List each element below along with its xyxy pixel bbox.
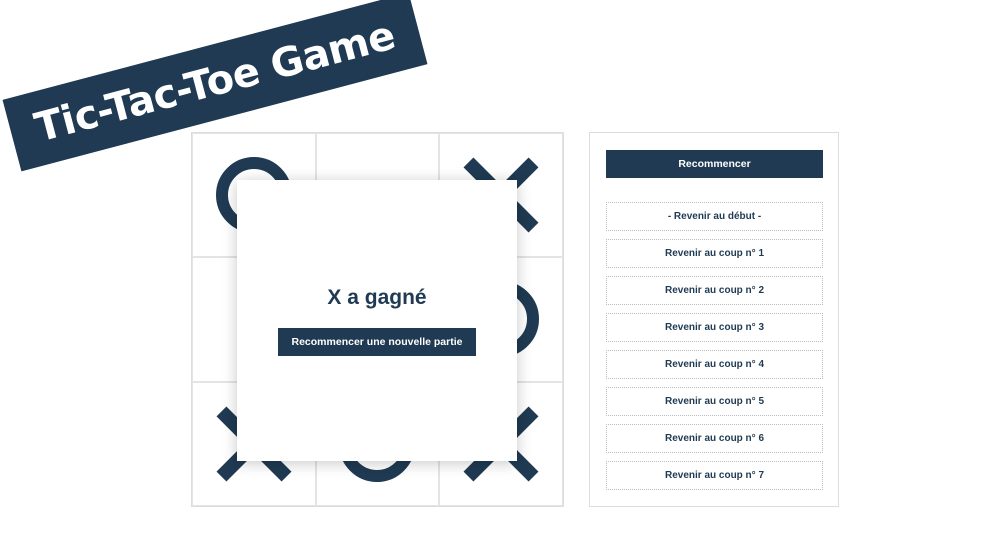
go-to-move-2-button[interactable]: Revenir au coup n° 2 — [606, 276, 823, 305]
go-to-move-6-button[interactable]: Revenir au coup n° 6 — [606, 424, 823, 453]
go-to-move-4-button[interactable]: Revenir au coup n° 4 — [606, 350, 823, 379]
go-to-move-1-button[interactable]: Revenir au coup n° 1 — [606, 239, 823, 268]
go-to-move-7-button[interactable]: Revenir au coup n° 7 — [606, 461, 823, 490]
restart-button[interactable]: Recommencer — [606, 150, 823, 178]
winner-message: X a gagné — [327, 285, 427, 309]
game-title: Tic-Tac-Toe Game — [30, 12, 400, 152]
history-panel: Recommencer - Revenir au début - Revenir … — [589, 132, 839, 507]
move-history-list: - Revenir au début - Revenir au coup n° 1… — [606, 202, 823, 498]
go-to-move-5-button[interactable]: Revenir au coup n° 5 — [606, 387, 823, 416]
new-game-button[interactable]: Recommencer une nouvelle partie — [277, 327, 477, 356]
go-to-move-3-button[interactable]: Revenir au coup n° 3 — [606, 313, 823, 342]
go-to-start-button[interactable]: - Revenir au début - — [606, 202, 823, 231]
winner-modal: X a gagné Recommencer une nouvelle parti… — [237, 180, 517, 461]
